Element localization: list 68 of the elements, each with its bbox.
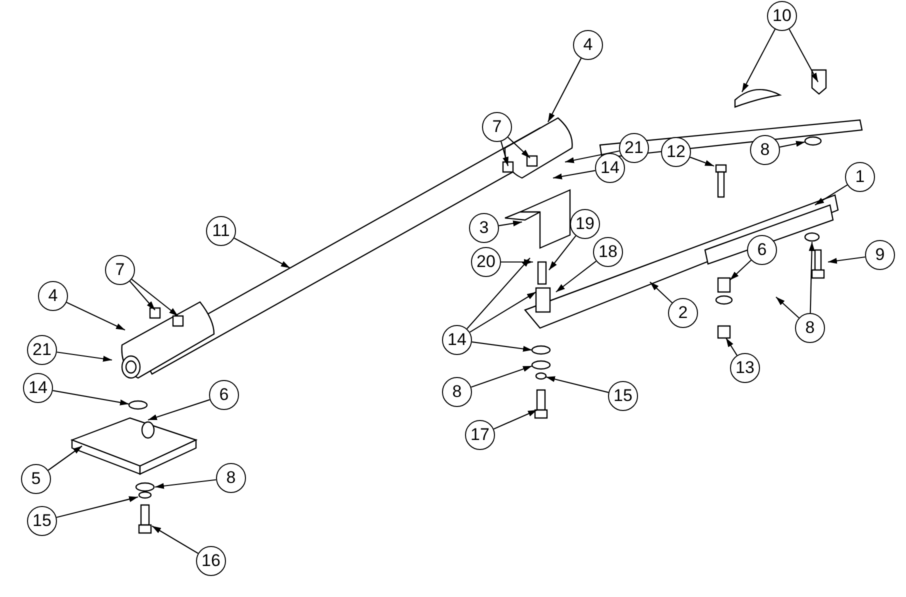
leader-line bbox=[466, 258, 530, 330]
callout-number: 6 bbox=[747, 235, 777, 265]
leader-line bbox=[131, 278, 178, 316]
leader-line bbox=[48, 446, 82, 471]
leader-line bbox=[472, 341, 532, 352]
callout-number: 6 bbox=[209, 380, 239, 410]
callout-number: 17 bbox=[465, 420, 495, 450]
leader-line bbox=[234, 238, 290, 268]
callout-number: 8 bbox=[750, 135, 780, 165]
leader-line bbox=[500, 141, 509, 166]
callout-number: 12 bbox=[661, 137, 691, 167]
leader-line bbox=[498, 220, 522, 226]
callout-number: 18 bbox=[593, 237, 623, 267]
callout-number: 13 bbox=[730, 353, 760, 383]
leader-line bbox=[726, 338, 738, 356]
leader-line bbox=[508, 136, 530, 158]
leader-line bbox=[556, 260, 596, 292]
callout-number: 3 bbox=[469, 213, 499, 243]
leader-line bbox=[780, 140, 806, 148]
leader-line bbox=[52, 390, 130, 406]
callout-number: 14 bbox=[595, 153, 625, 183]
leader-line bbox=[690, 156, 714, 167]
callout-number: 9 bbox=[865, 240, 895, 270]
leader-line bbox=[564, 150, 620, 164]
leader-line bbox=[742, 29, 776, 92]
leader-line bbox=[828, 256, 866, 264]
callout-number: 15 bbox=[608, 381, 638, 411]
leader-line bbox=[546, 376, 609, 393]
leader-line bbox=[56, 496, 138, 518]
leader-line bbox=[501, 259, 533, 265]
leader-line bbox=[552, 170, 596, 180]
leader-line bbox=[148, 399, 210, 421]
leader-line bbox=[814, 184, 848, 206]
callout-number: 14 bbox=[23, 373, 53, 403]
leader-line bbox=[788, 28, 818, 82]
leader-line bbox=[808, 242, 815, 314]
callout-number: 20 bbox=[471, 247, 501, 277]
leader-line bbox=[154, 479, 216, 489]
leader-line bbox=[650, 282, 672, 304]
leader-line bbox=[730, 260, 752, 280]
callout-number: 21 bbox=[619, 133, 649, 163]
leader-line bbox=[129, 280, 156, 310]
leader-line bbox=[548, 235, 576, 270]
leader-line bbox=[548, 58, 582, 122]
leader-line bbox=[66, 302, 126, 330]
callout-number: 1 bbox=[845, 162, 875, 192]
leader-line bbox=[56, 352, 112, 362]
leader-line bbox=[494, 410, 538, 430]
callout-number: 8 bbox=[216, 463, 246, 493]
callout-number: 10 bbox=[767, 1, 797, 31]
callout-number: 7 bbox=[482, 112, 512, 142]
callout-number: 4 bbox=[573, 30, 603, 60]
leader-line bbox=[776, 296, 800, 318]
callout-number: 19 bbox=[570, 209, 600, 239]
leader-line bbox=[471, 365, 532, 388]
callout-number: 21 bbox=[27, 335, 57, 365]
callout-number: 11 bbox=[206, 216, 236, 246]
callout-number: 14 bbox=[442, 325, 472, 355]
callout-number: 16 bbox=[196, 546, 226, 576]
callout-number: 2 bbox=[668, 298, 698, 328]
callout-number: 7 bbox=[105, 255, 135, 285]
callout-number: 4 bbox=[38, 281, 68, 311]
leader-line bbox=[470, 292, 536, 333]
callout-number: 5 bbox=[21, 464, 51, 494]
callout-number: 8 bbox=[795, 313, 825, 343]
callout-number: 8 bbox=[442, 377, 472, 407]
callout-number: 15 bbox=[27, 506, 57, 536]
leader-line bbox=[152, 526, 198, 554]
